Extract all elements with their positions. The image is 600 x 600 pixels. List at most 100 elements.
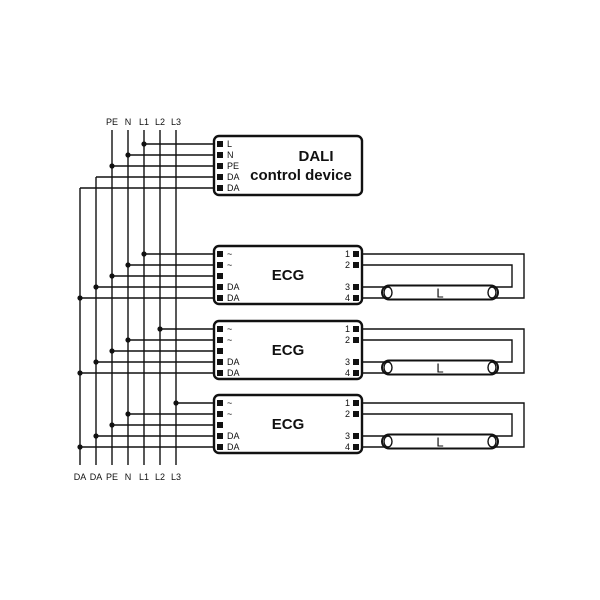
- bus-bottom-label: L1: [139, 472, 149, 482]
- terminal-square: [353, 444, 359, 450]
- ecg-left-terminal-label: ~: [227, 335, 232, 345]
- terminal-square: [217, 185, 223, 191]
- ecg-left-terminal-label: DA: [227, 293, 240, 303]
- terminal-square: [217, 326, 223, 332]
- dali-control-device-box: [212, 134, 364, 197]
- fluorescent-lamp: [381, 433, 499, 450]
- bus-top-label: L3: [171, 117, 181, 127]
- junction-dot: [93, 433, 99, 439]
- terminal-square: [353, 326, 359, 332]
- terminal-square: [217, 433, 223, 439]
- dali-terminal-label: PE: [227, 161, 239, 171]
- ecg-box: [212, 319, 364, 381]
- junction-dot: [77, 444, 83, 450]
- terminal-square: [353, 370, 359, 376]
- lamp-wire-2: [362, 264, 513, 288]
- ecg-right-terminal-label: 4: [345, 442, 350, 452]
- junction-dot: [157, 326, 163, 332]
- ecg-left-terminal-label: DA: [227, 442, 240, 452]
- lamp-filament-left: [383, 435, 393, 448]
- bus-top-label: PE: [106, 117, 118, 127]
- bus-top-label: L1: [139, 117, 149, 127]
- bus-bottom-label: DA: [90, 472, 103, 482]
- terminal-square: [217, 262, 223, 268]
- terminal-square: [353, 433, 359, 439]
- bus-top-label: L2: [155, 117, 165, 127]
- ecg-left-terminal-label: ~: [227, 324, 232, 334]
- junction-dot: [77, 295, 83, 301]
- terminal-square: [217, 337, 223, 343]
- terminal-square: [217, 295, 223, 301]
- dali-title: DALI: [299, 148, 334, 165]
- lamp-wire-2: [362, 413, 513, 437]
- ecg-title: ECG: [272, 267, 305, 284]
- junction-dot: [109, 273, 115, 279]
- terminal-square: [353, 262, 359, 268]
- ecg-right-terminal-label: 4: [345, 368, 350, 378]
- terminal-square: [217, 284, 223, 290]
- lamp-filament-left: [383, 361, 393, 374]
- ecg-left-terminal-label: ~: [227, 409, 232, 419]
- bus-bottom-label: PE: [106, 472, 118, 482]
- terminal-square: [217, 273, 223, 279]
- ecg-right-terminal-label: 1: [345, 324, 350, 334]
- terminal-square: [217, 163, 223, 169]
- bus-bottom-label: L2: [155, 472, 165, 482]
- ecg-right-terminal-label: 3: [345, 282, 350, 292]
- junction-dot: [109, 422, 115, 428]
- terminal-square: [217, 141, 223, 147]
- terminal-square: [217, 348, 223, 354]
- lamp-label: L: [436, 435, 443, 450]
- ecg-left-terminal-label: ~: [227, 260, 232, 270]
- ecg-left-terminal-label: DA: [227, 282, 240, 292]
- junction-dot: [125, 152, 131, 158]
- lamp-wire-1: [362, 402, 525, 448]
- bus-bottom-label: DA: [74, 472, 87, 482]
- junction-dot: [125, 411, 131, 417]
- ecg-box: [212, 393, 364, 455]
- terminal-square: [353, 251, 359, 257]
- terminal-square: [353, 284, 359, 290]
- terminal-square: [217, 359, 223, 365]
- terminal-square: [353, 359, 359, 365]
- ecg-right-terminal-label: 3: [345, 357, 350, 367]
- lamp-filament-right: [487, 361, 497, 374]
- ecg-right-terminal-label: 4: [345, 293, 350, 303]
- ecg-right-terminal-label: 2: [345, 409, 350, 419]
- ecg-right-terminal-label: 2: [345, 335, 350, 345]
- dali-subtitle: control device: [250, 167, 352, 184]
- ecg-left-terminal-label: DA: [227, 368, 240, 378]
- lamp-filament-right: [487, 435, 497, 448]
- dali-terminal-label: L: [227, 139, 232, 149]
- ecg-right-terminal-label: 2: [345, 260, 350, 270]
- fluorescent-lamp: [381, 359, 499, 376]
- ecg-right-terminal-label: 1: [345, 249, 350, 259]
- lamp-filament-right: [487, 286, 497, 299]
- terminal-square: [353, 337, 359, 343]
- junction-dot: [93, 284, 99, 290]
- terminal-square: [217, 444, 223, 450]
- lamp-filament-left: [383, 286, 393, 299]
- ecg-box: [212, 244, 364, 306]
- terminal-square: [353, 411, 359, 417]
- lamp-wire-1: [362, 253, 525, 299]
- bus-bottom-label: N: [125, 472, 132, 482]
- terminal-square: [217, 422, 223, 428]
- ecg-title: ECG: [272, 342, 305, 359]
- lamp-wire-1: [362, 328, 525, 374]
- terminal-square: [217, 174, 223, 180]
- junction-dot: [141, 251, 147, 257]
- lamp-label: L: [436, 286, 443, 301]
- ecg-left-terminal-label: ~: [227, 249, 232, 259]
- junction-dot: [93, 359, 99, 365]
- dali-terminal-label: N: [227, 150, 234, 160]
- ecg-right-terminal-label: 1: [345, 398, 350, 408]
- dali-terminal-label: DA: [227, 183, 240, 193]
- terminal-square: [353, 295, 359, 301]
- ecg-left-terminal-label: DA: [227, 431, 240, 441]
- ecg-left-terminal-label: ~: [227, 398, 232, 408]
- dali-terminal-label: DA: [227, 172, 240, 182]
- terminal-square: [217, 400, 223, 406]
